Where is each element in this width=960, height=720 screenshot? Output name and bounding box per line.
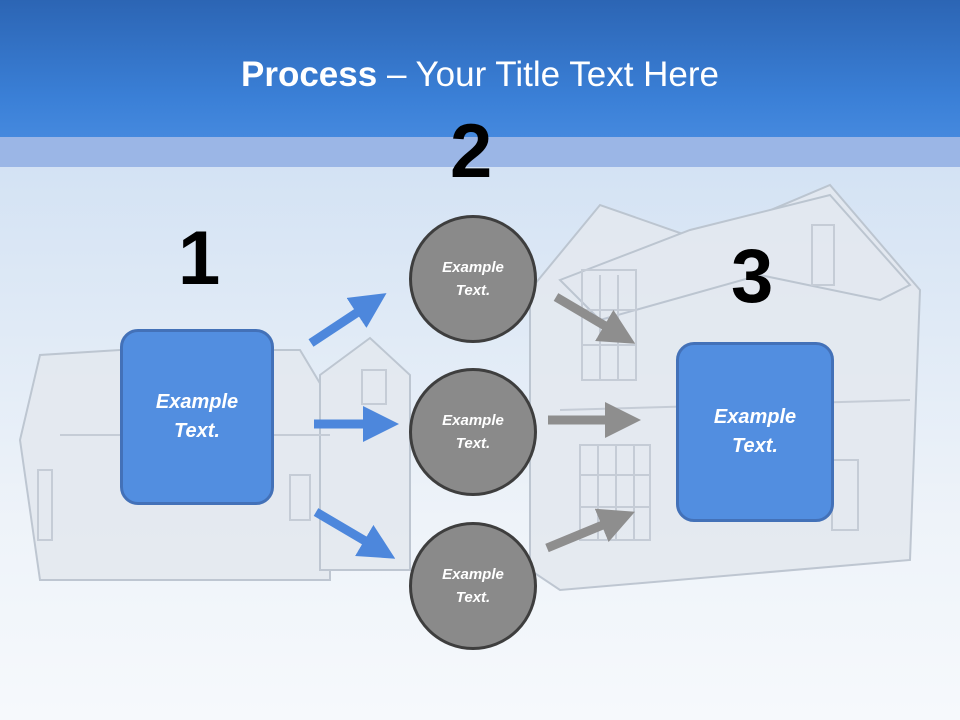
step-number-1: 1 bbox=[178, 216, 221, 301]
step-2-circle-bottom: Example Text. bbox=[409, 522, 537, 650]
step-1-text-line1: Example bbox=[155, 391, 239, 413]
circle-top-text-line1: Example bbox=[442, 259, 504, 276]
step-2-circle-top: Example Text. bbox=[409, 215, 537, 343]
arrow-box-to-circle-1 bbox=[308, 293, 387, 347]
circle-middle-text-line1: Example bbox=[442, 412, 504, 429]
step-1-box: Example Text. bbox=[120, 329, 274, 505]
arrow-circle-3-to-box bbox=[545, 508, 635, 553]
title-bar-band bbox=[0, 137, 960, 167]
step-3-box: Example Text. bbox=[676, 342, 834, 522]
step-3-text-line1: Example bbox=[713, 406, 797, 428]
step-number-2: 2 bbox=[450, 109, 493, 194]
arrow-circle-1-to-box bbox=[553, 293, 636, 344]
step-number-3: 3 bbox=[731, 234, 774, 319]
step-1-text-line2: Text. bbox=[174, 420, 220, 442]
title-bold: Process bbox=[241, 55, 378, 94]
circle-bottom-text-line1: Example bbox=[442, 566, 504, 583]
step-2-circle-middle: Example Text. bbox=[409, 368, 537, 496]
circle-bottom-text-line2: Text. bbox=[455, 589, 491, 606]
arrow-box-to-circle-3 bbox=[313, 508, 396, 559]
step-3-text: Example Text. bbox=[714, 403, 796, 461]
step-1-text: Example Text. bbox=[156, 388, 238, 446]
slide-title: Process – Your Title Text Here bbox=[0, 52, 960, 98]
title-bar bbox=[0, 0, 960, 137]
circle-middle-text-line2: Text. bbox=[455, 435, 491, 452]
title-rest: – Your Title Text Here bbox=[377, 55, 719, 94]
step-3-text-line2: Text. bbox=[732, 435, 778, 457]
circle-top-text-line2: Text. bbox=[455, 282, 491, 299]
